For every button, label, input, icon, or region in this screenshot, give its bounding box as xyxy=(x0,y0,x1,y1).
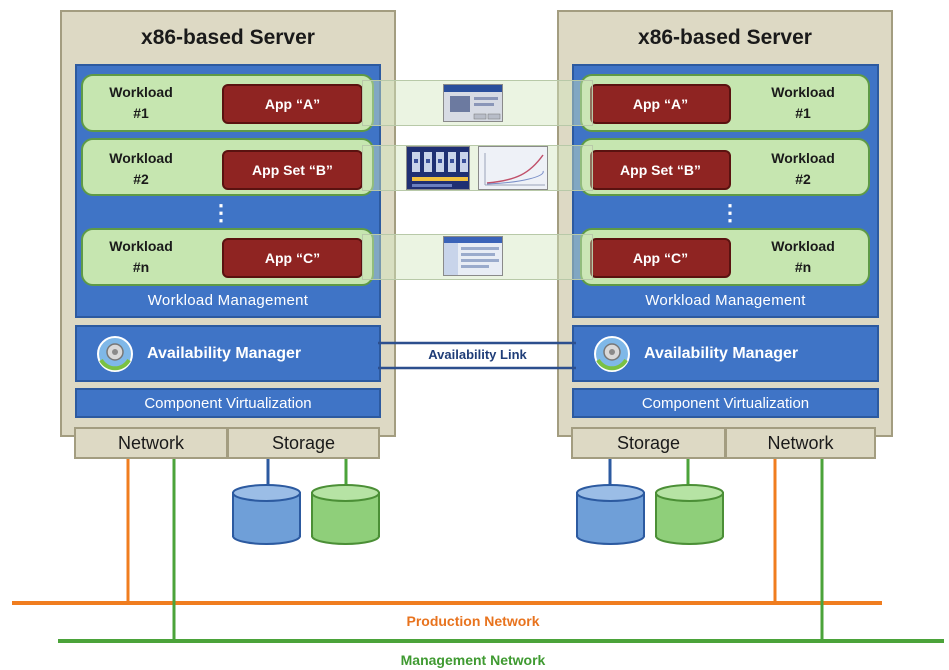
right-component-virtualization: Component Virtualization xyxy=(572,388,879,418)
left-availability-manager-label: Availability Manager xyxy=(147,344,302,362)
right-availability-manager-label: Availability Manager xyxy=(644,344,799,362)
left-workload-management-label: Workload Management xyxy=(147,292,309,309)
app-a-screenshot-thumbnail xyxy=(443,84,503,122)
left-network-port: Network xyxy=(74,427,228,459)
right-app-a[interactable]: App “A” xyxy=(590,84,731,124)
app-c-screenshot-thumbnail xyxy=(443,236,503,276)
production-network-label: Production Network xyxy=(406,613,540,629)
left-component-virtualization: Component Virtualization xyxy=(75,388,381,418)
left-workload-n-label: Workload #n xyxy=(109,238,173,275)
left-app-set-b[interactable]: App Set “B” xyxy=(222,150,363,190)
right-availability-manager[interactable]: Availability Manager xyxy=(572,325,879,382)
workload-2-replication-band xyxy=(362,145,593,191)
disk-left-blue xyxy=(232,484,301,545)
disk-left-green xyxy=(311,484,380,545)
management-network-label: Management Network xyxy=(400,652,546,668)
left-server-title: x86-based Server xyxy=(141,26,315,49)
right-workload-1-label: Workload #1 xyxy=(771,84,835,121)
right-workload-ellipsis: ⋮ xyxy=(719,200,741,225)
right-server-title: x86-based Server xyxy=(638,26,812,49)
left-workload-ellipsis: ⋮ xyxy=(210,200,232,225)
availability-manager-icon xyxy=(97,335,133,372)
app-set-b-chart-thumbnail xyxy=(478,146,548,190)
right-network-port: Network xyxy=(725,427,876,459)
left-availability-manager[interactable]: Availability Manager xyxy=(75,325,381,382)
right-workload-n-label: Workload #n xyxy=(771,238,835,275)
right-workload-2-label: Workload #2 xyxy=(771,150,835,187)
app-set-b-dashboard-thumbnail xyxy=(406,146,470,190)
right-storage-port: Storage xyxy=(571,427,726,459)
availability-link-label: Availability Link xyxy=(428,347,527,362)
left-app-c[interactable]: App “C” xyxy=(222,238,363,278)
left-app-a[interactable]: App “A” xyxy=(222,84,363,124)
left-workload-1-label: Workload #1 xyxy=(109,84,173,121)
right-workload-management-label: Workload Management xyxy=(645,292,806,309)
left-storage-port: Storage xyxy=(227,427,380,459)
right-app-set-b[interactable]: App Set “B” xyxy=(590,150,731,190)
availability-manager-icon xyxy=(594,335,630,372)
availability-link-lines xyxy=(378,341,576,370)
disk-right-green xyxy=(655,484,724,545)
disk-right-blue xyxy=(576,484,645,545)
left-workload-2-label: Workload #2 xyxy=(109,150,173,187)
right-app-c[interactable]: App “C” xyxy=(590,238,731,278)
